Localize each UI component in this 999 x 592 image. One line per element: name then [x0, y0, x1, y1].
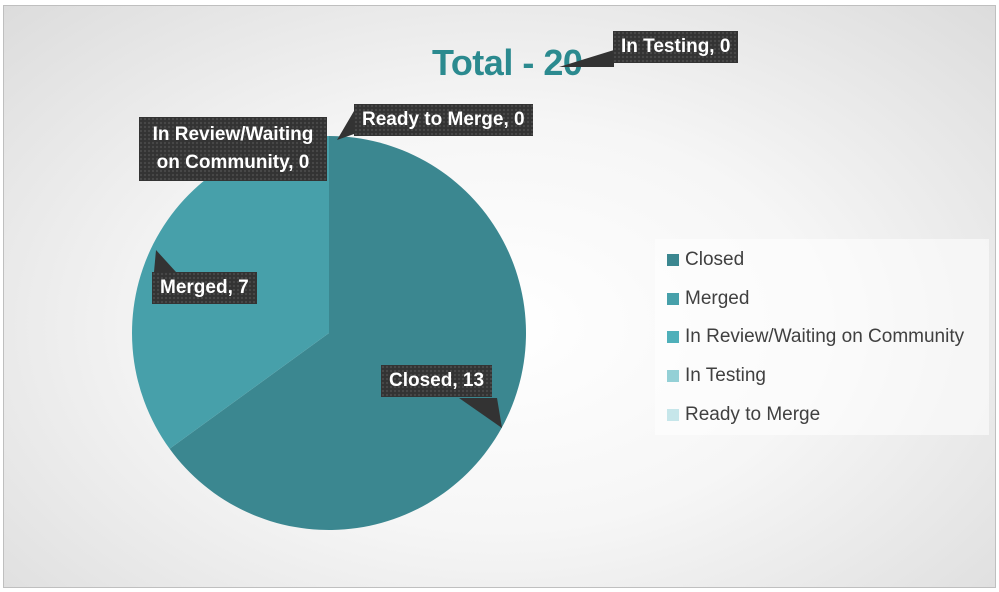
chart-area: Total - 20 Closed, 13 Merged, 7 In Revie… [3, 5, 996, 588]
legend-label-in-review: In Review/Waiting on Community [685, 326, 965, 347]
leader-lines [154, 50, 614, 428]
data-label-ready-to-merge: Ready to Merge, 0 [354, 104, 533, 136]
data-label-closed: Closed, 13 [381, 365, 493, 397]
data-label-in-testing: In Testing, 0 [613, 31, 739, 63]
leader-closed [459, 398, 502, 428]
legend-label-in-testing: In Testing [685, 365, 766, 386]
legend-swatch-ready-to-merge [667, 409, 679, 421]
leader-merged [154, 250, 176, 272]
legend-item-in-testing: In Testing [667, 365, 766, 387]
legend-swatch-in-testing [667, 370, 679, 382]
leader-ready-to-merge [337, 111, 354, 140]
data-label-merged: Merged, 7 [152, 272, 257, 304]
leader-in-testing [559, 50, 614, 67]
pie-slice-closed [169, 136, 526, 531]
data-label-in-review: In Review/Waiting on Community, 0 [139, 117, 327, 181]
chart-title: Total - 20 [432, 42, 583, 83]
legend-item-closed: Closed [667, 249, 744, 271]
legend-item-merged: Merged [667, 288, 749, 310]
legend: Closed Merged In Review/Waiting on Commu… [655, 239, 989, 435]
legend-label-closed: Closed [685, 249, 745, 270]
legend-swatch-in-review [667, 331, 679, 343]
legend-item-in-review: In Review/Waiting on Community [667, 326, 964, 348]
legend-swatch-merged [667, 293, 679, 305]
legend-label-ready-to-merge: Ready to Merge [685, 404, 821, 425]
legend-swatch-closed [667, 254, 679, 266]
legend-item-ready-to-merge: Ready to Merge [667, 404, 820, 426]
legend-label-merged: Merged [685, 288, 750, 309]
pie-slices [131, 136, 526, 531]
